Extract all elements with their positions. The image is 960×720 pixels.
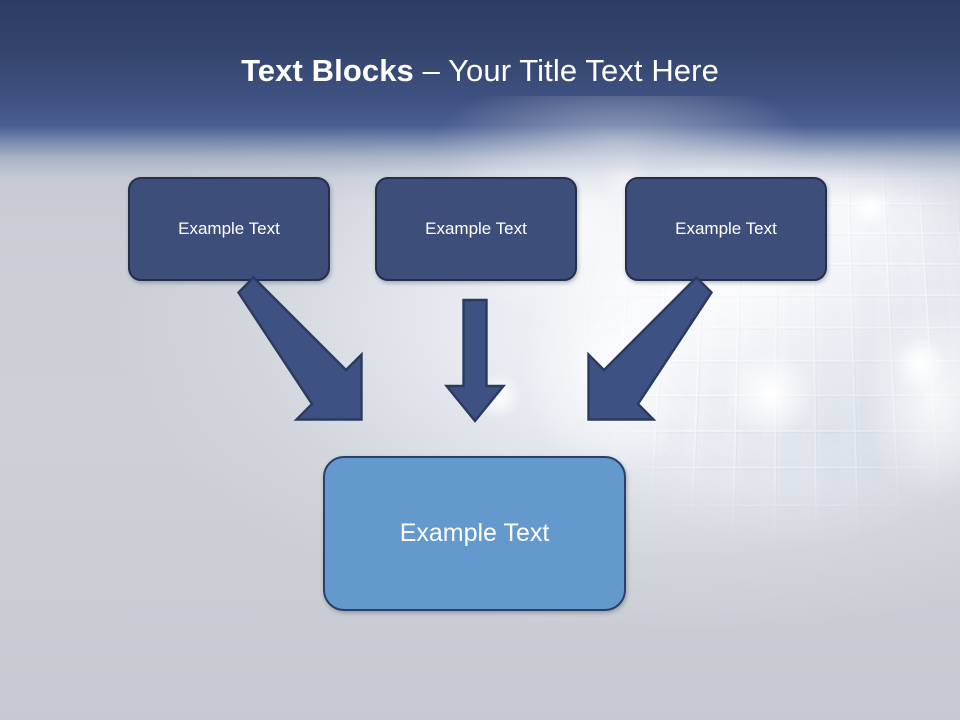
title-banner xyxy=(0,0,960,216)
text-block-result-label: Example Text xyxy=(399,519,550,547)
page-title: Text Blocks – Your Title Text Here xyxy=(0,50,960,92)
text-block-result[interactable]: Example Text xyxy=(323,456,626,611)
text-block-3-label: Example Text xyxy=(675,219,777,238)
text-block-2[interactable]: Example Text xyxy=(375,177,577,281)
page-title-separator: – xyxy=(413,53,449,88)
page-title-regular: Your Title Text Here xyxy=(448,53,719,88)
page-title-bold: Text Blocks xyxy=(241,53,414,88)
text-block-1-label: Example Text xyxy=(178,219,280,238)
text-block-1[interactable]: Example Text xyxy=(128,177,330,281)
text-block-2-label: Example Text xyxy=(425,219,527,238)
text-block-3[interactable]: Example Text xyxy=(625,177,827,281)
